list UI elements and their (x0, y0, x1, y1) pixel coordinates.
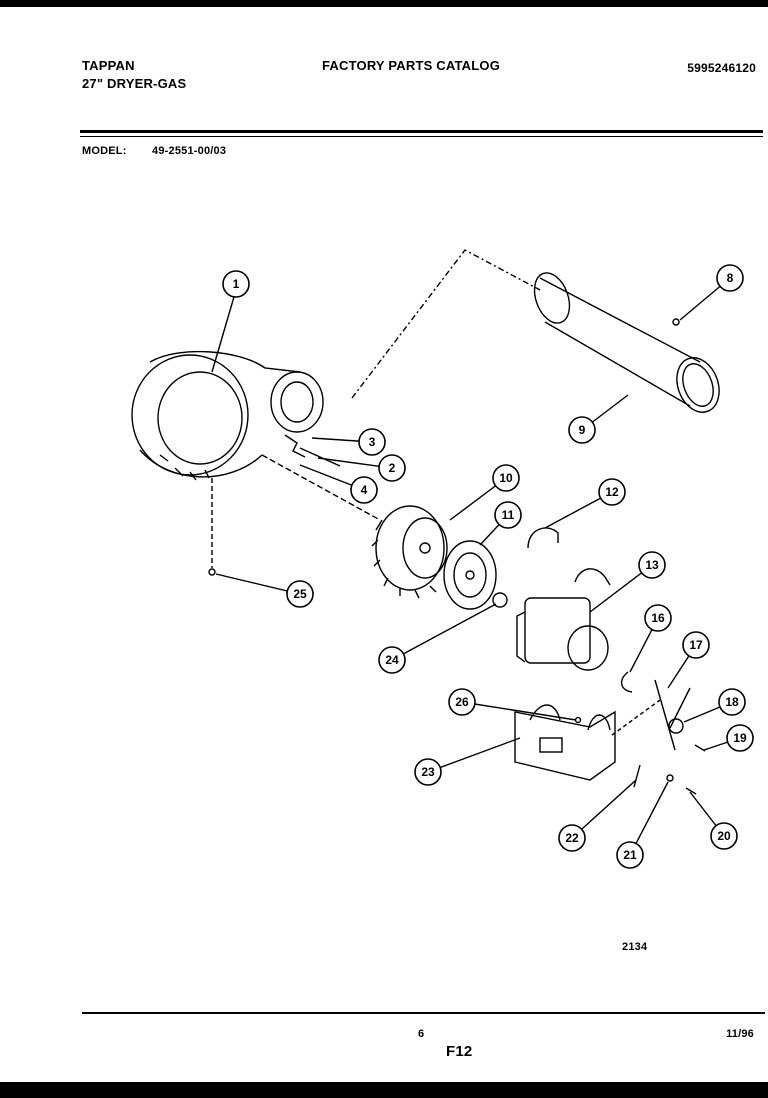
spring-22 (633, 764, 641, 788)
svg-text:23: 23 (421, 765, 435, 779)
catalog-date: 11/96 (726, 1028, 754, 1040)
idler-pulley (668, 718, 684, 734)
svg-text:26: 26 (455, 695, 469, 709)
top-border (0, 0, 768, 7)
page-number: 6 (418, 1028, 425, 1040)
callout-22: 22 (558, 824, 586, 852)
svg-text:19: 19 (733, 731, 747, 745)
model-label: MODEL: (82, 145, 127, 157)
callout-9: 9 (568, 416, 596, 444)
svg-text:13: 13 (645, 558, 659, 572)
leader-1 (211, 289, 237, 373)
blower-wheel (371, 505, 448, 599)
bottom-border (0, 1082, 768, 1098)
screw-20 (685, 787, 697, 795)
leader-25 (215, 573, 301, 595)
assembly-line-bracket (611, 699, 661, 736)
callout-1: 1 (222, 270, 250, 298)
callout-26: 26 (448, 688, 476, 716)
callout-4: 4 (350, 476, 378, 504)
svg-text:1: 1 (233, 277, 240, 291)
screw-8 (672, 318, 680, 326)
svg-text:17: 17 (689, 638, 703, 652)
screw-26 (574, 716, 582, 724)
callout-19: 19 (726, 724, 754, 752)
assembly-line-blower (261, 454, 381, 521)
header-rule-thin (80, 136, 763, 137)
catalog-title: FACTORY PARTS CATALOG (322, 58, 501, 73)
svg-text:25: 25 (293, 587, 307, 601)
callout-11: 11 (494, 501, 522, 529)
svg-text:22: 22 (565, 831, 579, 845)
svg-text:21: 21 (623, 848, 637, 862)
catalog-number: 5995246120 (687, 61, 756, 75)
clip-12 (527, 527, 559, 549)
callout-3: 3 (358, 428, 386, 456)
svg-text:12: 12 (605, 485, 619, 499)
diagram-code: 2134 (622, 941, 648, 953)
callout-17: 17 (682, 631, 710, 659)
header-rule-thick (80, 130, 763, 133)
screw-19 (694, 744, 706, 752)
svg-text:18: 18 (725, 695, 739, 709)
callout-21: 21 (616, 841, 644, 869)
svg-text:24: 24 (385, 653, 399, 667)
callout-20: 20 (710, 822, 738, 850)
svg-text:4: 4 (361, 483, 368, 497)
svg-text:9: 9 (579, 423, 586, 437)
callout-16: 16 (644, 604, 672, 632)
callout-24: 24 (378, 646, 406, 674)
nut-21 (666, 774, 674, 782)
leader-24 (391, 603, 497, 661)
svg-text:3: 3 (369, 435, 376, 449)
screw-25 (208, 568, 216, 576)
callout-8: 8 (716, 264, 744, 292)
figure-code: F12 (446, 1043, 473, 1060)
callout-12: 12 (598, 478, 626, 506)
callout-13: 13 (638, 551, 666, 579)
svg-text:10: 10 (499, 471, 513, 485)
blower-seal (443, 540, 497, 610)
callout-2: 2 (378, 454, 406, 482)
blower-housing (131, 350, 324, 481)
assembly-line-drum (351, 249, 541, 399)
leader-26 (461, 701, 577, 721)
clip-parts (284, 434, 341, 467)
svg-text:2: 2 (389, 461, 396, 475)
motor-mount (514, 704, 616, 781)
model-number: 49-2551-00/03 (152, 145, 227, 157)
idler-arm (654, 679, 691, 751)
spring-16 (621, 671, 633, 693)
leader-22 (571, 779, 637, 839)
exhaust-duct (533, 272, 720, 413)
svg-text:20: 20 (717, 829, 731, 843)
footer-rule (82, 1012, 765, 1014)
leader-23 (427, 737, 521, 773)
callout-10: 10 (492, 464, 520, 492)
svg-text:8: 8 (727, 271, 734, 285)
callout-18: 18 (718, 688, 746, 716)
brand-name: TAPPAN (82, 58, 135, 73)
callout-25: 25 (286, 580, 314, 608)
callout-23: 23 (414, 758, 442, 786)
product-description: 27" DRYER-GAS (82, 76, 187, 91)
svg-text:16: 16 (651, 611, 665, 625)
drive-motor (492, 568, 611, 671)
svg-text:11: 11 (502, 508, 515, 522)
